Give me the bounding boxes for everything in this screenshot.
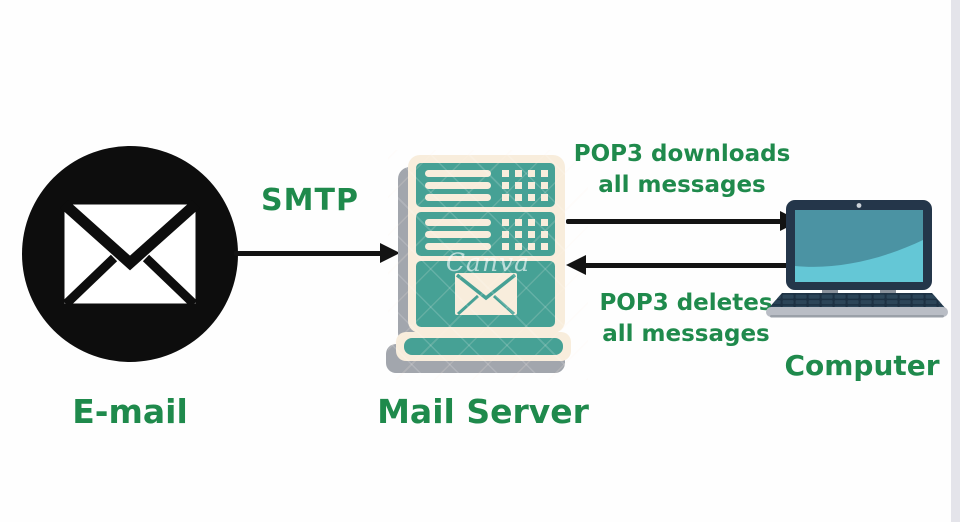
- pop3-download-label: POP3 downloads all messages: [562, 139, 802, 201]
- server-slot-bar: [425, 182, 491, 189]
- smtp-label: SMTP: [261, 183, 359, 218]
- mail-server-icon: [408, 155, 565, 333]
- server-slot-bar: [425, 170, 491, 177]
- server-base: [396, 332, 571, 361]
- server-envelope-icon: [454, 273, 517, 316]
- server-slot-bar: [425, 219, 491, 226]
- pop3-delete-arrowhead-icon: [566, 255, 586, 275]
- pop3-delete-label: POP3 deletes all messages: [566, 288, 806, 350]
- pop3-download-arrow-shaft: [566, 218, 786, 224]
- server-slot-bar: [425, 194, 491, 201]
- server-mail-panel: [416, 261, 555, 327]
- server-slot-bar: [425, 243, 491, 250]
- server-rack-panel: [416, 163, 555, 207]
- page-edge-strip: [951, 0, 960, 522]
- email-label: E-mail: [72, 392, 188, 431]
- pop3-download-line1: POP3 downloads: [573, 141, 791, 167]
- laptop-base: [766, 307, 948, 317]
- server-led-grid: [502, 170, 548, 201]
- pop3-delete-line2: all messages: [602, 321, 770, 347]
- smtp-arrowhead-icon: [380, 243, 400, 263]
- envelope-icon: [55, 195, 205, 313]
- server-slot-bar: [425, 231, 491, 238]
- smtp-arrow: [234, 243, 400, 263]
- pop3-download-arrow: [566, 211, 800, 231]
- laptop-icon: [766, 200, 948, 318]
- laptop-webcam-icon: [856, 203, 862, 208]
- pop3-delete-line1: POP3 deletes: [599, 290, 773, 316]
- pop3-download-line2: all messages: [598, 172, 766, 198]
- pop3-delete-arrow-shaft: [580, 262, 806, 268]
- server-led-grid: [502, 219, 548, 250]
- server-base-pill: [404, 338, 563, 355]
- server-rack-panel: [416, 212, 555, 256]
- pop3-delete-arrow: [566, 255, 806, 275]
- smtp-arrow-shaft: [234, 250, 386, 256]
- mail-server-label: Mail Server: [377, 392, 589, 431]
- email-node: [22, 146, 238, 362]
- computer-label: Computer: [784, 349, 940, 382]
- mail-server-node: Canva: [386, 150, 588, 380]
